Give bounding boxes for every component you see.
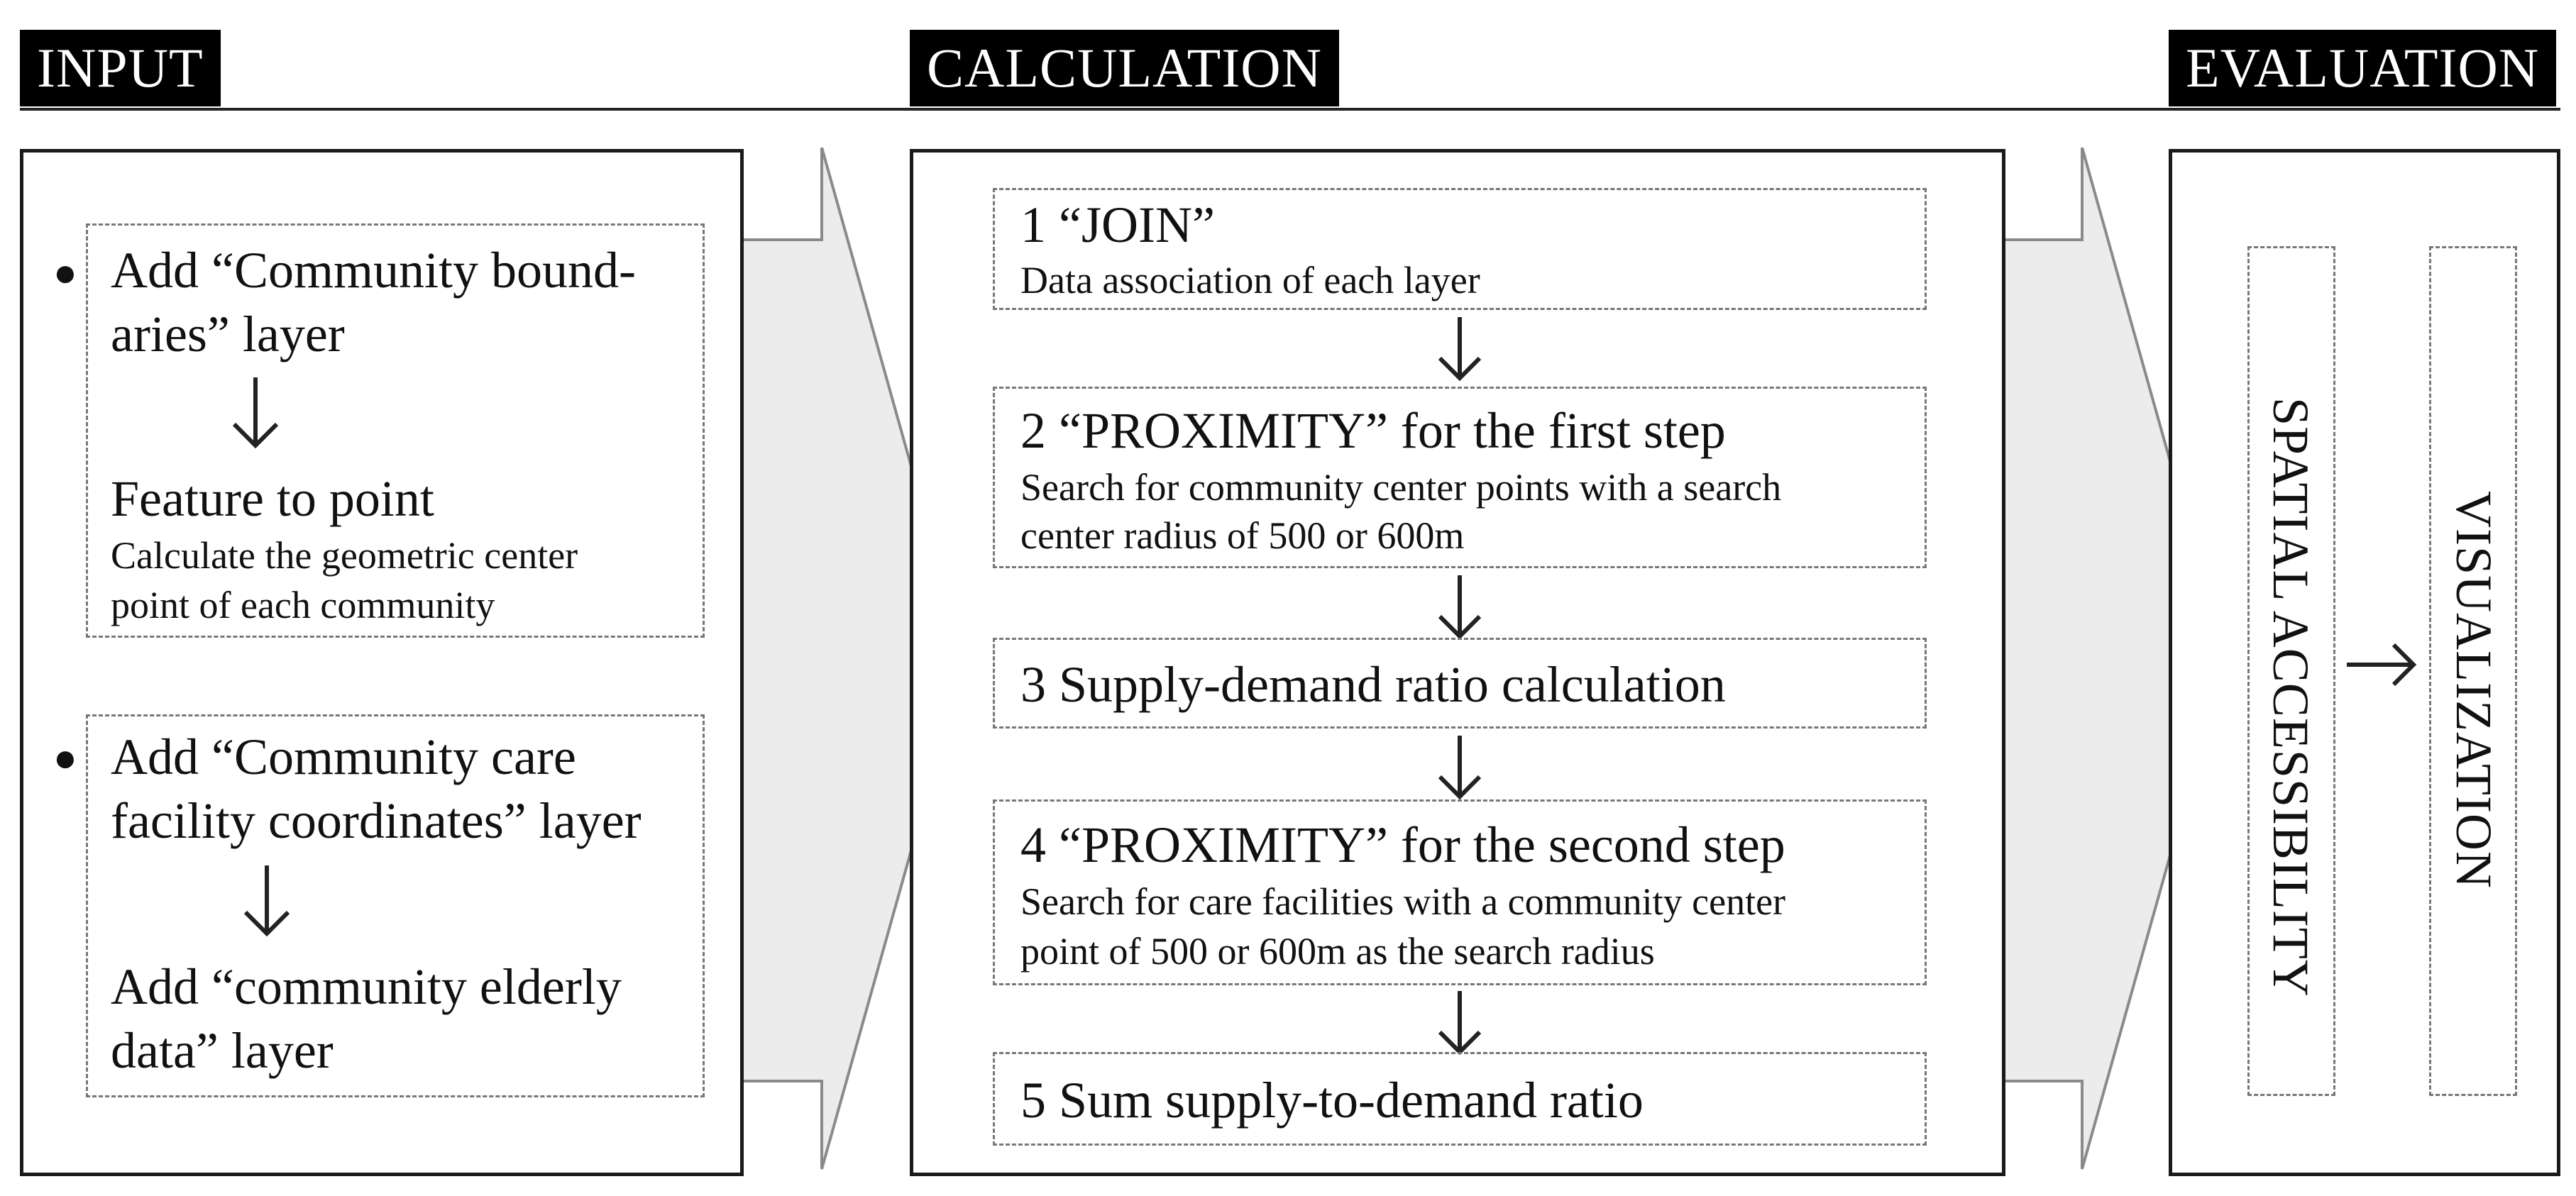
chevron-arrow-1 [738,148,967,1170]
spatial-accessibility-label: SPATIAL ACCESSIBILITY [2262,397,2319,997]
step-4-line2: point of 500 or 600m as the search radiu… [1020,930,1655,973]
step-2-box: 2 “PROXIMITY” for the first step Search … [993,387,1927,568]
arrow-down-icon [243,865,290,937]
evaluation-panel: SPATIAL ACCESSIBILITY VISUALIZATION [2169,149,2560,1176]
step-1-line1: Data association of each layer [1020,259,1480,301]
block1-sub-title: Feature to point [111,470,434,527]
step-3-title: 3 Supply-demand ratio calculation [1020,656,1726,713]
step-3-box: 3 Supply-demand ratio calculation [993,638,1927,729]
step-2-line1: Search for community center points with … [1020,466,1782,509]
visualization-box: VISUALIZATION [2429,246,2517,1096]
block1-line2: aries” layer [111,306,345,362]
step-1-box: 1 “JOIN” Data association of each layer [993,188,1927,310]
arrow-down-icon [1438,575,1482,640]
step-2-title: 2 “PROXIMITY” for the first step [1020,402,1726,459]
step-2-line2: center radius of 500 or 600m [1020,514,1465,557]
calculation-panel: 1 “JOIN” Data association of each layer … [910,149,2005,1176]
input-panel: ● Add “Community bound- aries” layer Fea… [20,149,744,1176]
spatial-accessibility-box: SPATIAL ACCESSIBILITY [2247,246,2335,1096]
arrow-down-icon [1438,736,1482,800]
step-1-title: 1 “JOIN” [1020,196,1215,253]
tab-evaluation: EVALUATION [2169,30,2557,106]
chevron-arrow-2 [1998,148,2228,1170]
block1-sub-line2: point of each community [111,584,495,626]
header-rule [20,108,2560,111]
input-block-2: Add “Community care facility coordinates… [86,714,705,1097]
arrow-down-icon [1438,991,1482,1056]
block2-line4: data” layer [111,1022,334,1079]
block2-line3: Add “community elderly [111,958,622,1015]
block2-line1: Add “Community care [111,729,576,785]
tab-calculation: CALCULATION [910,30,1339,106]
arrow-down-icon [1438,317,1482,382]
input-block-1: Add “Community bound- aries” layer Featu… [86,223,705,638]
step-4-box: 4 “PROXIMITY” for the second step Search… [993,799,1927,985]
bullet-2: ● [53,736,77,780]
step-4-line1: Search for care facilities with a commun… [1020,880,1786,923]
tab-input: INPUT [20,30,221,106]
step-5-box: 5 Sum supply-to-demand ratio [993,1052,1927,1146]
block2-line2: facility coordinates” layer [111,792,642,849]
visualization-label: VISUALIZATION [2445,491,2502,889]
bullet-1: ● [53,251,77,295]
step-5-title: 5 Sum supply-to-demand ratio [1020,1072,1644,1129]
block1-sub-line1: Calculate the geometric center [111,534,578,577]
block1-line1: Add “Community bound- [111,242,636,299]
step-4-title: 4 “PROXIMITY” for the second step [1020,816,1785,873]
arrow-down-icon [232,377,279,449]
arrow-right-icon [2347,643,2417,687]
